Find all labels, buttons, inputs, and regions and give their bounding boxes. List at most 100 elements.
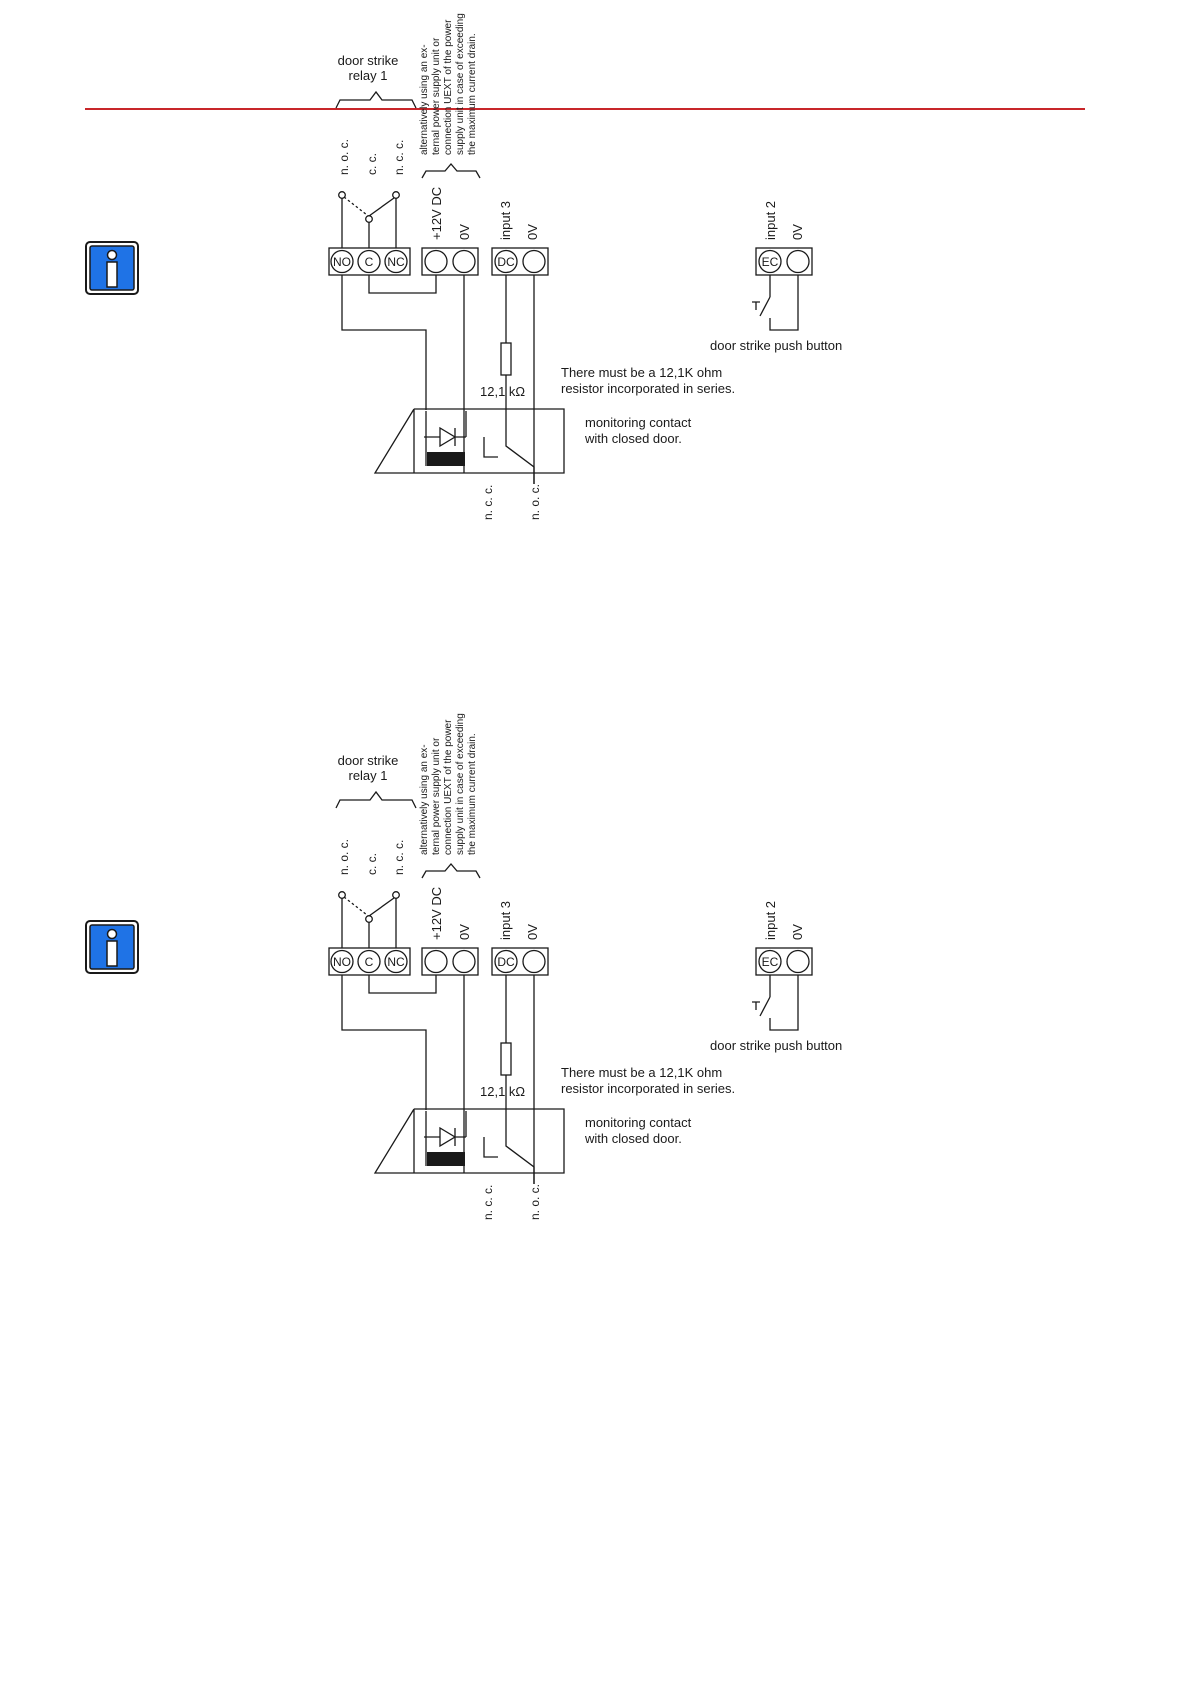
terminal-input3-0v	[522, 949, 546, 974]
terminal-c-label: C	[365, 955, 374, 969]
wiring-diagram-svg: door strike relay 1 n. o. c. c. c. n. c.…	[328, 713, 842, 1220]
relay-dotted-link	[343, 896, 368, 916]
relay-title-line2: relay 1	[348, 68, 387, 83]
alt-power-note-line5: the maximum current drain.	[467, 733, 478, 855]
terminal-power-0v	[452, 249, 476, 274]
relay-dotted-link	[343, 196, 368, 216]
wiring-diagram-svg: door strike relay 1 n. o. c. c. c. n. c.…	[328, 13, 842, 520]
power-brace	[421, 163, 481, 179]
resistor-note-line2: resistor incorporated in series.	[561, 381, 735, 396]
terminal-no	[330, 949, 354, 974]
input2-label: input 2	[763, 901, 778, 940]
strike-diode	[439, 426, 457, 448]
relay-c-contact	[365, 915, 373, 923]
wire-no-to-strike	[341, 275, 427, 410]
box-contact-label-noc: n. o. c.	[528, 1184, 542, 1220]
alt-power-note-line2: ternal power supply unit or	[431, 37, 442, 155]
terminal-dc-label: DC	[497, 255, 515, 269]
terminal-dc	[494, 949, 518, 974]
wire-c-to-12v	[368, 275, 437, 294]
alt-power-note-line5: the maximum current drain.	[467, 33, 478, 155]
terminal-c-label: C	[365, 255, 374, 269]
monitoring-line1: monitoring contact	[585, 415, 692, 430]
box-contact-label-noc: n. o. c.	[528, 484, 542, 520]
contact-label-no: n. o. c.	[337, 139, 351, 175]
monitoring-contact	[483, 1100, 535, 1184]
resistor-note-line2: resistor incorporated in series.	[561, 1081, 735, 1096]
relay-switch-arm	[368, 197, 395, 217]
alt-power-note-line2: ternal power supply unit or	[431, 737, 442, 855]
wire-c-to-12v	[368, 975, 437, 994]
terminal-no-label: NO	[333, 255, 351, 269]
wire-button-to-0v	[769, 975, 799, 1031]
power-label: +12V DC	[429, 187, 444, 240]
contact-label-nc: n. c. c.	[392, 840, 406, 875]
relay-c-contact	[365, 215, 373, 223]
relay-brace	[335, 90, 417, 109]
strike-coil-fill	[427, 452, 465, 466]
push-button-label: door strike push button	[710, 1038, 842, 1053]
power-0v-label: 0V	[457, 224, 472, 240]
resistor	[500, 1042, 512, 1076]
monitoring-line2: with closed door.	[584, 431, 682, 446]
power-0v-label: 0V	[457, 924, 472, 940]
terminal-ec-label: EC	[762, 255, 779, 269]
wire-no-to-strike	[341, 975, 427, 1110]
door-strike-box	[373, 408, 565, 474]
relay-title-line1: door strike	[338, 53, 399, 68]
alt-power-note-line1: alternatively using an ex-	[419, 744, 430, 855]
terminal-nc-label: NC	[387, 955, 405, 969]
relay-title-line2: relay 1	[348, 768, 387, 783]
input3-0v-label: 0V	[525, 224, 540, 240]
wiring-diagram: door strike relay 1 n. o. c. c. c. n. c.…	[0, 0, 1190, 600]
input2-0v-label: 0V	[790, 924, 805, 940]
terminal-nc	[384, 249, 408, 274]
terminal-nc	[384, 949, 408, 974]
terminal-dc	[494, 249, 518, 274]
monitoring-contact	[483, 400, 535, 484]
wiring-diagram: door strike relay 1 n. o. c. c. c. n. c.…	[0, 680, 1190, 1280]
contact-label-c: c. c.	[365, 153, 379, 175]
alt-power-note-line4: supply unit in case of exceeding	[455, 713, 466, 855]
terminal-nc-label: NC	[387, 255, 405, 269]
input2-0v-label: 0V	[790, 224, 805, 240]
input3-0v-label: 0V	[525, 924, 540, 940]
terminal-input2-0v	[786, 249, 810, 274]
alt-power-note-line3: connection UEXT of the power	[443, 719, 454, 855]
monitoring-line1: monitoring contact	[585, 1115, 692, 1130]
terminal-c	[357, 949, 381, 974]
strike-diode	[439, 1126, 457, 1148]
push-button-actuator	[752, 1001, 760, 1010]
terminal-no-label: NO	[333, 955, 351, 969]
door-strike-box	[373, 1108, 565, 1174]
terminal-dc-label: DC	[497, 955, 515, 969]
terminal-input2-0v	[786, 949, 810, 974]
push-button-actuator	[752, 301, 760, 310]
power-brace	[421, 863, 481, 879]
resistor-note-line1: There must be a 12,1K ohm	[561, 1065, 722, 1080]
relay-brace	[335, 790, 417, 809]
info-icon	[85, 920, 139, 974]
resistor-value-label: 12,1 kΩ	[480, 1084, 525, 1099]
terminal-ec-label: EC	[762, 955, 779, 969]
box-contact-label-ncc: n. c. c.	[481, 485, 495, 520]
terminal-ec	[758, 949, 782, 974]
contact-label-c: c. c.	[365, 853, 379, 875]
resistor-note-line1: There must be a 12,1K ohm	[561, 365, 722, 380]
terminal-no	[330, 249, 354, 274]
header-rule	[85, 108, 1085, 110]
strike-coil-fill	[427, 1152, 465, 1166]
push-button-contact	[759, 296, 771, 317]
relay-nc-contact	[392, 191, 400, 199]
relay-title-line1: door strike	[338, 753, 399, 768]
relay-switch-arm	[368, 897, 395, 917]
input3-label: input 3	[498, 201, 513, 240]
alt-power-note-line3: connection UEXT of the power	[443, 19, 454, 155]
input2-label: input 2	[763, 201, 778, 240]
terminal-c	[357, 249, 381, 274]
push-button-label: door strike push button	[710, 338, 842, 353]
terminal-12v	[424, 249, 448, 274]
resistor-value-label: 12,1 kΩ	[480, 384, 525, 399]
info-icon	[85, 241, 139, 295]
alt-power-note-line1: alternatively using an ex-	[419, 44, 430, 155]
